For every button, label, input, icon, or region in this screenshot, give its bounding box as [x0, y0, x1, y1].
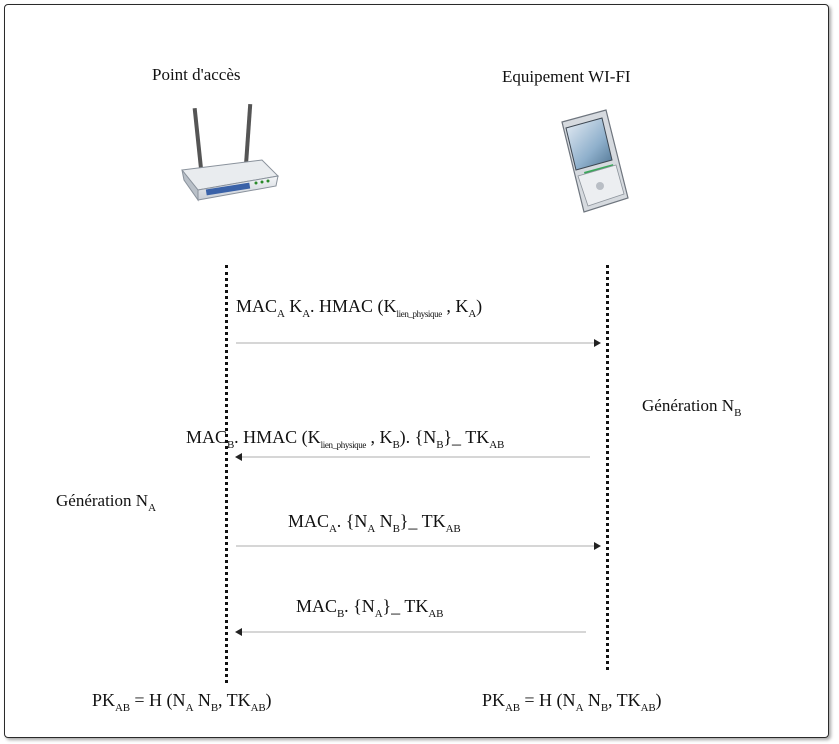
message-4-label: MACB. {NA}_ TKAB: [296, 596, 444, 620]
message-3-arrow: [236, 542, 601, 550]
access-point-title: Point d'accès: [152, 65, 241, 84]
diagram-frame: [4, 4, 829, 738]
message-4-arrow: [235, 628, 586, 636]
message-2-arrow: [235, 453, 590, 461]
message-1-arrow: [236, 339, 601, 347]
message-3-label: MACA. {NA NB}_ TKAB: [288, 511, 461, 535]
access-point-lifeline: [225, 265, 228, 683]
wifi-device-lifeline: [606, 265, 609, 670]
wifi-router-icon: [181, 103, 280, 202]
left-result-formula: PKAB = H (NA NB, TKAB): [92, 690, 272, 714]
generation-na-label: Génération NA: [56, 491, 156, 514]
pda-phone-icon: [561, 109, 629, 213]
message-2-label: MACB. HMAC (Klien_physique , KB). {NB}_ …: [186, 427, 505, 451]
wifi-device-title: Equipement WI-FI: [502, 67, 631, 86]
message-1-label: MACA KA. HMAC (Klien_physique , KA): [236, 296, 483, 320]
generation-nb-label: Génération NB: [642, 396, 742, 419]
right-result-formula: PKAB = H (NA NB, TKAB): [482, 690, 662, 714]
